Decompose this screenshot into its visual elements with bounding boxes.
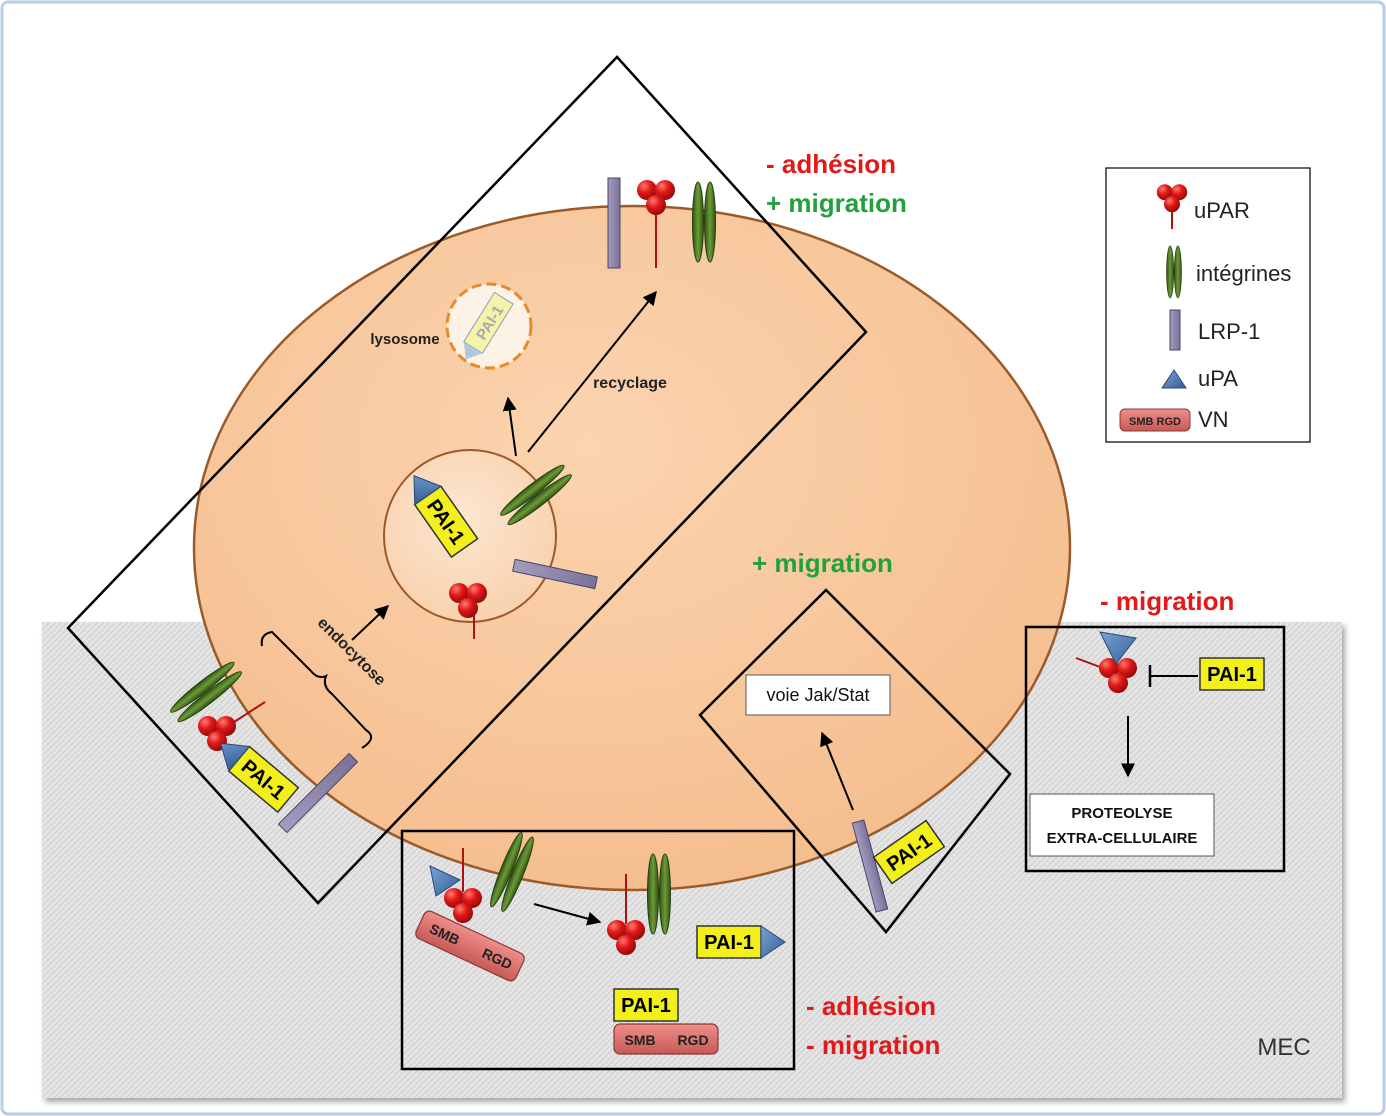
legend-vn-icon-text: SMB RGD bbox=[1129, 416, 1181, 428]
label-migration-minus-bottom: - migration bbox=[806, 1030, 940, 1060]
proteolyse-box bbox=[1024, 625, 1286, 873]
label-migration-plus-top: + migration bbox=[766, 188, 907, 218]
right-upar bbox=[1075, 657, 1137, 693]
proteolyse-label-box bbox=[1029, 793, 1215, 857]
bottom-pai1-vn-text: PAI-1 bbox=[621, 995, 671, 1017]
arrow-bottom bbox=[533, 903, 602, 926]
legend-lrp1-icon bbox=[1169, 309, 1181, 351]
jak-lrp1 bbox=[851, 819, 889, 913]
arrow-endocytose bbox=[351, 605, 390, 641]
right-upa bbox=[1099, 631, 1137, 665]
recyclage-label: recyclage bbox=[593, 375, 667, 392]
endocytosis-box bbox=[66, 55, 868, 905]
bottom-pai1-upa bbox=[696, 925, 762, 959]
bottom-mid-upar bbox=[607, 874, 645, 955]
label-adhesion-minus-bottom: - adhésion bbox=[806, 991, 936, 1021]
legend-upa-label: uPA bbox=[1198, 366, 1238, 391]
bottom-left-upa bbox=[429, 865, 462, 897]
bottom-vn-rgd: RGD bbox=[677, 1032, 708, 1048]
legend-lrp1-label: LRP-1 bbox=[1198, 319, 1260, 344]
legend: uPAR intégrines LRP-1 uPA SMB RGD VN bbox=[1105, 167, 1311, 443]
vn-left: SMB RGD bbox=[415, 910, 525, 982]
right-pai1 bbox=[1199, 657, 1265, 691]
mec-label: MEC bbox=[1257, 1034, 1310, 1061]
legend-upar-icon bbox=[1156, 184, 1188, 230]
bottom-vn bbox=[613, 1023, 719, 1055]
bottom-pai1-vn bbox=[613, 988, 679, 1022]
bottom-upa bbox=[760, 925, 786, 959]
legend-upa-icon bbox=[1161, 369, 1187, 389]
bottom-left-upar bbox=[444, 848, 482, 923]
left-upar bbox=[198, 701, 266, 751]
jakstat-box bbox=[698, 588, 1012, 934]
legend-integrin-label: intégrines bbox=[1196, 261, 1291, 286]
arrow-to-lysosome bbox=[502, 396, 517, 457]
left-lrp1 bbox=[277, 752, 359, 834]
legend-vn-icon bbox=[1119, 408, 1191, 432]
jakstat-label: voie Jak/Stat bbox=[766, 685, 869, 705]
arrow-recyclage bbox=[527, 290, 657, 453]
proteolyse-line2: EXTRA-CELLULAIRE bbox=[1047, 830, 1198, 847]
legend-box bbox=[1105, 167, 1311, 443]
jakstat-label-box bbox=[745, 674, 891, 716]
endosome-upar bbox=[449, 583, 487, 639]
legend-vn-label: VN bbox=[1198, 407, 1229, 432]
legend-upar-label: uPAR bbox=[1194, 198, 1250, 223]
lysosome-label: lysosome bbox=[370, 331, 439, 348]
bottom-vn-smb: SMB bbox=[624, 1032, 655, 1048]
arrow-jakstat bbox=[820, 731, 854, 811]
bottom-pai1-upa-text: PAI-1 bbox=[704, 932, 754, 954]
label-adhesion-minus-top: - adhésion bbox=[766, 149, 896, 179]
cell bbox=[192, 204, 1072, 892]
right-pai1-text: PAI-1 bbox=[1207, 664, 1257, 686]
membrane-upar bbox=[637, 180, 675, 268]
left-upa-pai1: PAI-1 bbox=[219, 742, 300, 814]
proteolyse-line1: PROTEOLYSE bbox=[1071, 805, 1172, 822]
vn-box bbox=[400, 829, 796, 1071]
lysosome: PAI-1 bbox=[445, 282, 533, 370]
label-migration-minus-right: - migration bbox=[1100, 586, 1234, 616]
endocytose-bracket bbox=[260, 630, 373, 749]
label-migration-plus-mid: + migration bbox=[752, 548, 893, 578]
membrane-lrp1 bbox=[607, 177, 621, 269]
endosome-lrp1 bbox=[512, 558, 598, 590]
